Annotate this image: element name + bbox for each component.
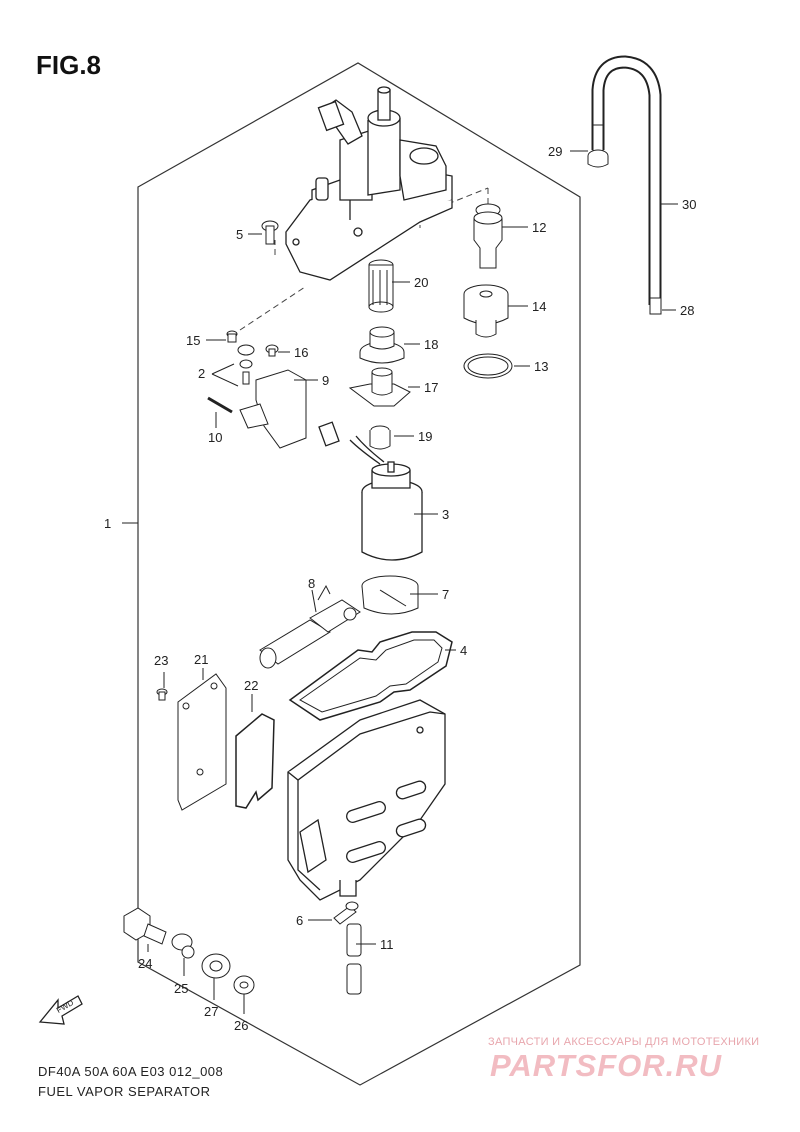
callout-18: 18 (424, 337, 438, 352)
screw-part-23 (156, 688, 168, 701)
callout-28: 28 (680, 303, 694, 318)
callout-numbers: 1 2 3 4 5 6 7 8 9 10 11 12 13 14 15 16 1… (104, 144, 696, 1033)
callout-15: 15 (186, 333, 200, 348)
assembly-boundary (137, 62, 581, 1086)
screw-part-5 (261, 220, 279, 245)
callout-22: 22 (244, 678, 258, 693)
callout-2: 2 (198, 366, 205, 381)
callout-4: 4 (460, 643, 467, 658)
callout-25: 25 (174, 981, 188, 996)
screw-part-6 (333, 901, 359, 925)
fitting-part-12 (473, 203, 503, 269)
callout-17: 17 (424, 380, 438, 395)
model-line: DF40A 50A 60A E03 012_008 (38, 1064, 224, 1079)
callout-16: 16 (294, 345, 308, 360)
float-chamber-body (287, 699, 446, 901)
section-title: FUEL VAPOR SEPARATOR (38, 1084, 211, 1099)
callout-6: 6 (296, 913, 303, 928)
callout-21: 21 (194, 652, 208, 667)
callout-23: 23 (154, 653, 168, 668)
clamp-part-29 (587, 149, 609, 168)
gasket-inner-edge (299, 639, 443, 713)
callout-7: 7 (442, 587, 449, 602)
cap-part-14 (463, 284, 509, 338)
tube-part-11 (346, 923, 362, 995)
filter-part-20 (368, 259, 394, 313)
sensor-part-9 (239, 369, 307, 449)
gasket-part-4 (288, 631, 453, 721)
gasket-part-22 (235, 713, 275, 809)
bracket-part-17 (348, 367, 411, 407)
washer-part-26 (233, 975, 255, 995)
fasteners-left (226, 330, 279, 385)
callout-24: 24 (138, 956, 152, 971)
callout-12: 12 (532, 220, 546, 235)
grommet-part-27 (201, 953, 231, 979)
grommet-part-19 (369, 425, 391, 450)
pin-part-10 (207, 396, 233, 414)
bolt-part-24 (123, 907, 167, 945)
callout-19: 19 (418, 429, 432, 444)
callout-20: 20 (414, 275, 428, 290)
callout-9: 9 (322, 373, 329, 388)
seal-part-18 (359, 326, 405, 364)
callout-26: 26 (234, 1018, 248, 1033)
callout-30: 30 (682, 197, 696, 212)
callout-1: 1 (104, 516, 111, 531)
watermark-logo: PARTSFOR.RU (490, 1048, 723, 1083)
forward-arrow-icon: FWD (38, 995, 83, 1025)
leader-lines (122, 150, 678, 1014)
figure-label: FIG.8 (36, 50, 102, 80)
callout-8: 8 (308, 576, 315, 591)
callout-27: 27 (204, 1004, 218, 1019)
callout-14: 14 (532, 299, 546, 314)
hose-part-30 (591, 55, 662, 315)
callout-11: 11 (380, 937, 394, 952)
plate-part-21 (177, 673, 227, 811)
valve-part-8 (259, 584, 361, 669)
o-ring-part-13 (463, 353, 513, 379)
callout-5: 5 (236, 227, 243, 242)
callout-10: 10 (208, 430, 222, 445)
top-cover-assembly (285, 86, 453, 281)
watermark-caption: ЗАПЧАСТИ И АКСЕССУАРЫ ДЛЯ МОТОТЕХНИКИ (488, 1036, 760, 1048)
callout-3: 3 (442, 507, 449, 522)
callout-13: 13 (534, 359, 548, 374)
fuel-pump-part-3 (318, 421, 423, 561)
float-part-7 (361, 575, 419, 615)
bushing-part-25 (171, 933, 195, 959)
callout-29: 29 (548, 144, 562, 159)
